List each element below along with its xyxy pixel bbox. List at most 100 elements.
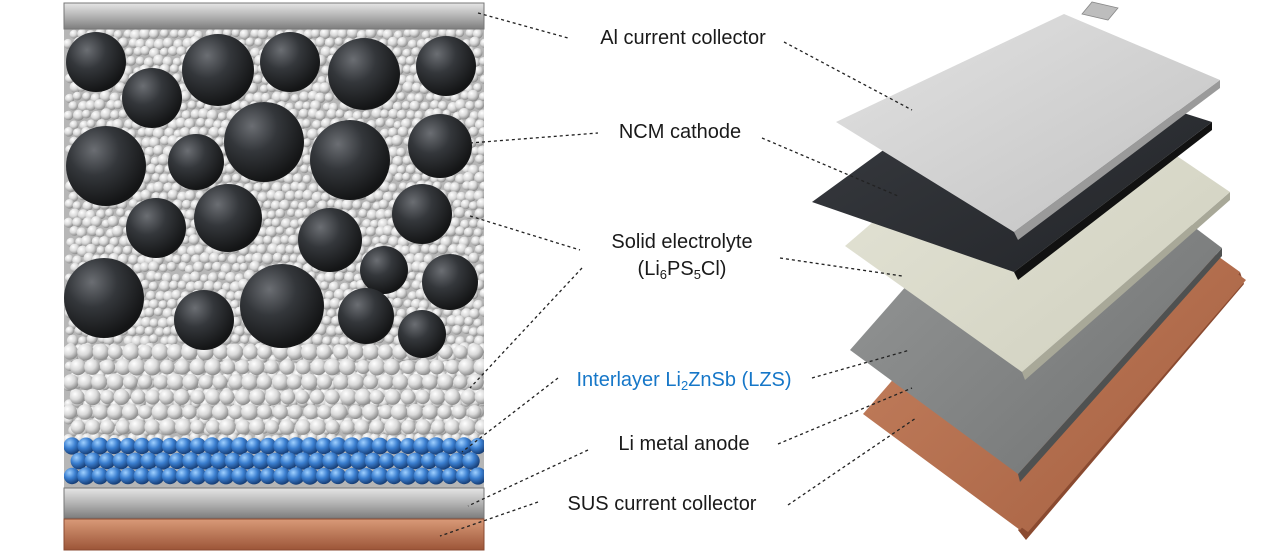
electrolyte-particle-large — [167, 373, 184, 391]
electrolyte-particle — [405, 164, 416, 175]
leader-sus-right — [787, 417, 917, 506]
electrolyte-particle-large — [84, 359, 100, 375]
electrolyte-particle — [193, 244, 205, 255]
electrolyte-particle-large — [295, 419, 311, 435]
electrolyte-particle — [98, 236, 110, 247]
electrolyte-particle — [230, 300, 240, 310]
electrolyte-particle — [257, 192, 269, 203]
electrolyte-particle — [326, 108, 337, 120]
electrolyte-particle — [326, 325, 338, 337]
electrolyte-particle-large — [438, 344, 453, 360]
cathode-particle — [422, 254, 478, 310]
interlayer-particle — [189, 437, 207, 455]
electrolyte-particle — [479, 74, 484, 84]
electrolyte-particle — [460, 219, 470, 230]
cathode-particle — [182, 34, 254, 106]
electrolyte-particle-large — [144, 419, 160, 435]
electrolyte-particle — [172, 254, 182, 265]
electrolyte-particle-large — [429, 389, 446, 405]
electrolyte-particle — [110, 110, 120, 120]
electrolyte-particle-large — [400, 389, 416, 405]
electrolyte-particle — [160, 47, 169, 57]
electrolyte-particle — [144, 146, 155, 157]
interlayer-particle — [413, 437, 431, 455]
electrolyte-particle-large — [77, 374, 94, 390]
electrolyte-particle-large — [213, 344, 229, 360]
electrolyte-particle — [153, 54, 165, 66]
electrolyte-particle-large — [241, 373, 258, 391]
electrolyte-particle — [479, 288, 484, 299]
electrolyte-particle-large — [453, 374, 468, 390]
electrolyte-particle — [324, 271, 336, 283]
interlayer-particle — [357, 437, 375, 455]
interlayer-particle — [168, 452, 186, 470]
electrolyte-particle — [347, 28, 359, 39]
electrolyte-particle — [411, 47, 421, 57]
electrolyte-particle-large — [85, 419, 101, 435]
al-current-collector-plate — [63, 2, 485, 30]
electrolyte-particle — [474, 208, 484, 219]
interlayer-particle — [189, 467, 207, 485]
electrolyte-particle-large — [280, 389, 296, 405]
interlayer-particle — [392, 452, 410, 470]
electrolyte-particle — [317, 76, 327, 85]
electrolyte-particle — [146, 290, 156, 301]
electrolyte-particle-large — [422, 374, 438, 390]
electrolyte-particle — [294, 209, 305, 220]
electrolyte-particle-large — [317, 404, 332, 420]
electrolyte-particle — [190, 109, 201, 120]
electrolyte-particle — [465, 100, 475, 111]
electrolyte-particle-large — [325, 419, 340, 435]
electrolyte-particle-large — [70, 419, 86, 435]
electrolyte-particle — [455, 226, 465, 237]
electrolyte-particle — [402, 81, 414, 93]
electrolyte-particle — [384, 334, 394, 344]
electrolyte-particle — [113, 100, 123, 110]
electrolyte-particle — [140, 317, 152, 328]
electrolyte-particle-large — [151, 403, 169, 421]
electrolyte-particle — [339, 336, 349, 347]
electrolyte-particle-large — [384, 418, 402, 436]
electrolyte-particle — [148, 299, 159, 310]
electrolyte-particle — [274, 190, 286, 202]
electrolyte-particle-large — [264, 419, 279, 435]
electrolyte-particle — [193, 261, 204, 273]
electrolyte-particle — [146, 163, 157, 175]
electrolyte-particle-large — [167, 344, 183, 360]
electrolyte-particle-large — [339, 358, 356, 376]
interlayer-particle — [84, 452, 102, 470]
electrolyte-particle — [409, 244, 421, 256]
electrolyte-particle — [257, 28, 269, 40]
electrolyte-particle-large — [100, 389, 115, 405]
interlayer-particle — [259, 437, 277, 455]
electrolyte-particle — [283, 173, 294, 184]
electrolyte-particle — [380, 128, 390, 139]
electrolyte-particle — [106, 99, 117, 111]
label-li-metal-anode: Li metal anode — [618, 433, 750, 455]
electrolyte-particle-large — [368, 358, 386, 376]
electrolyte-particle — [320, 192, 331, 202]
electrolyte-particle — [113, 30, 123, 39]
electrolyte-particle — [479, 306, 484, 318]
electrolyte-particle-large — [257, 404, 273, 420]
electrolyte-particle — [208, 126, 220, 138]
cathode-particle — [298, 208, 362, 272]
electrolyte-particle-large — [377, 344, 393, 360]
electrolyte-particle — [124, 119, 135, 130]
sheet-al-collector-edge — [1014, 80, 1220, 240]
interlayer-particle — [400, 438, 416, 454]
electrolyte-particle — [324, 290, 335, 301]
electrolyte-particle-large — [458, 358, 476, 376]
electrolyte-particle — [476, 325, 484, 337]
electrolyte-particle-large — [264, 359, 279, 375]
electrolyte-particle — [82, 200, 93, 212]
electrolyte-particle-large — [167, 404, 183, 420]
electrolyte-particle — [402, 172, 411, 182]
electrolyte-particle — [375, 117, 386, 128]
electrolyte-particle — [135, 325, 146, 336]
interlayer-particle — [77, 437, 95, 455]
electrolyte-particle — [69, 29, 79, 39]
electrolyte-particle-large — [444, 419, 460, 435]
electrolyte-particle — [362, 219, 372, 229]
electrolyte-particle — [414, 110, 424, 120]
